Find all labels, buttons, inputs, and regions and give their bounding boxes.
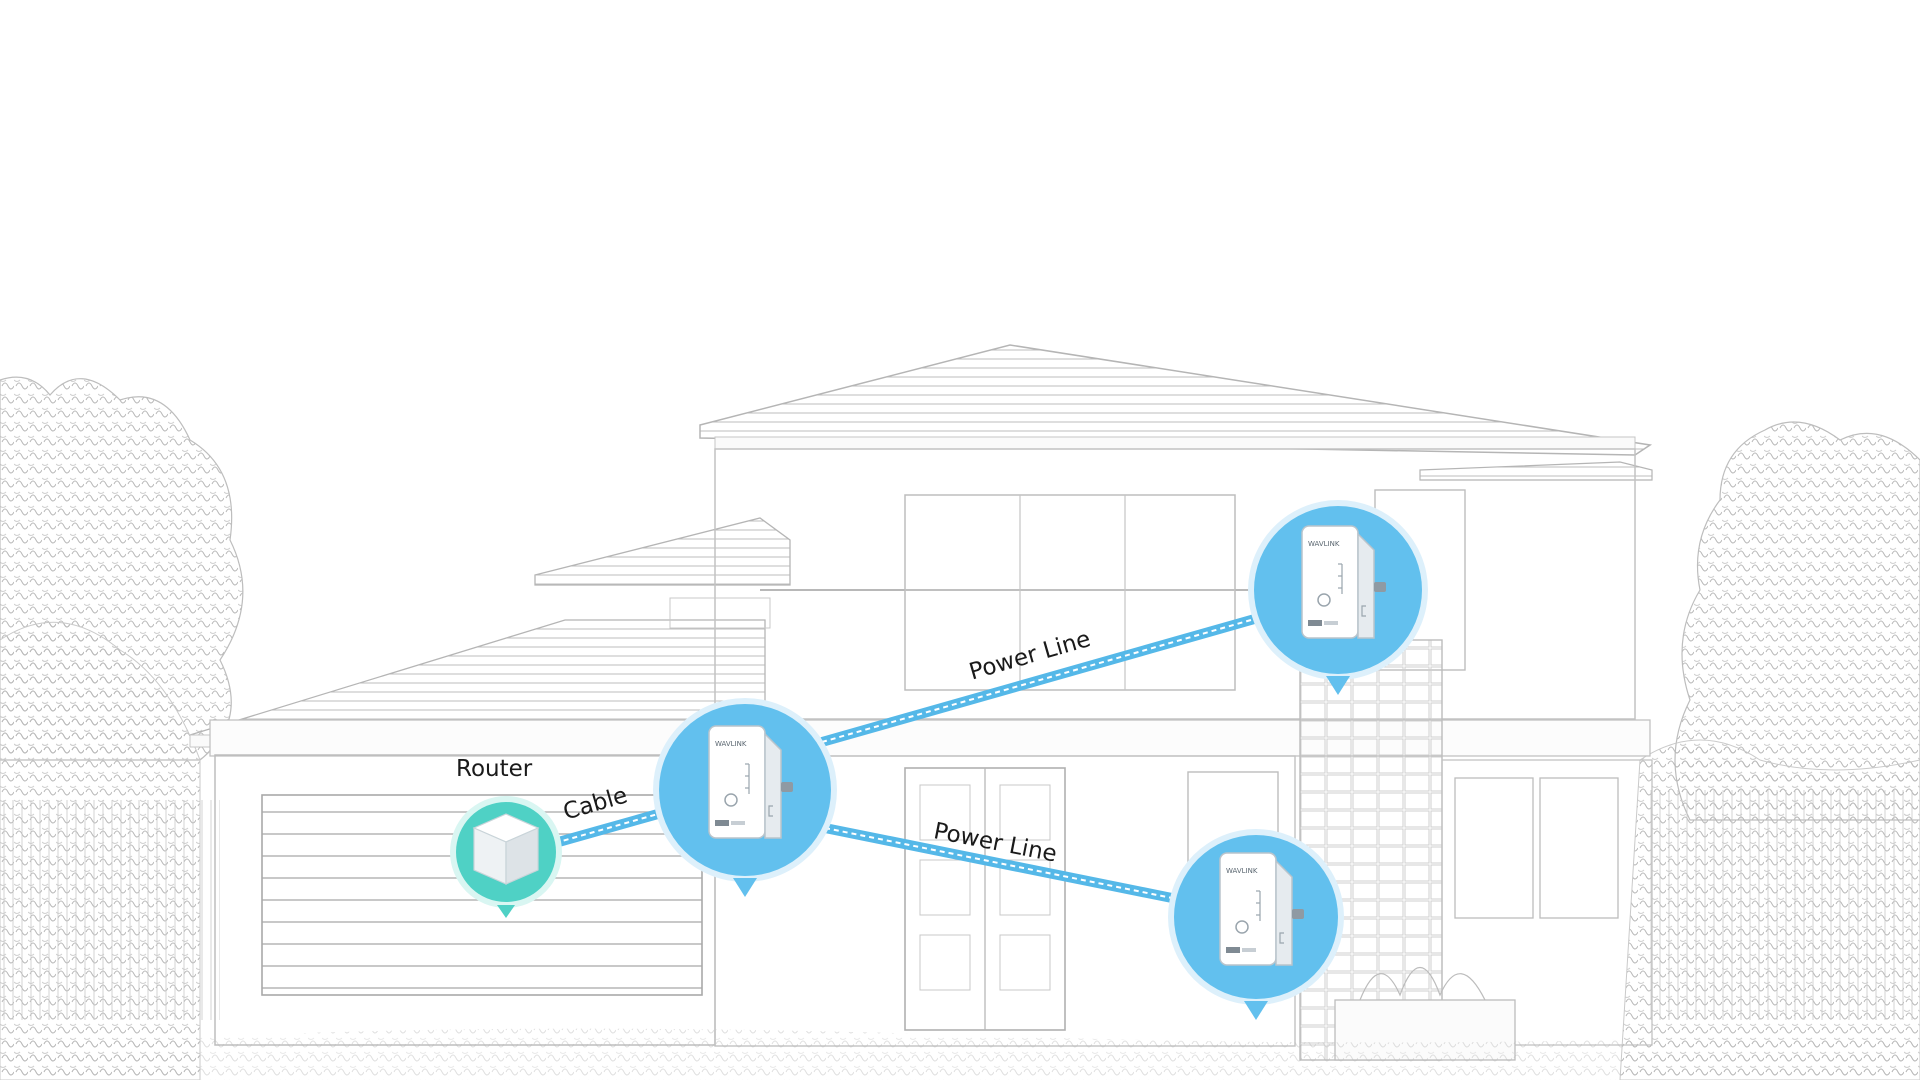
svg-text:WAVLINK: WAVLINK <box>715 740 747 748</box>
network-links <box>553 613 1260 903</box>
powerline-adapter-icon: WAVLINK <box>1301 525 1387 639</box>
power-line-link-upper <box>820 613 1260 747</box>
router-node <box>450 796 562 918</box>
adapter-node-lower: WAVLINK <box>1168 829 1344 1020</box>
adapter-node-main: WAVLINK <box>653 698 837 897</box>
stone-column <box>1299 639 1443 1061</box>
powerline-adapter-icon: WAVLINK <box>708 725 794 839</box>
house-sketch <box>0 344 1920 1080</box>
powerline-adapter-icon: WAVLINK <box>1219 852 1305 966</box>
upper-roof <box>699 344 1653 456</box>
svg-text:WAVLINK: WAVLINK <box>1226 867 1258 875</box>
svg-text:WAVLINK: WAVLINK <box>1308 540 1340 548</box>
router-label: Router <box>456 756 533 782</box>
fence-right <box>1650 790 1920 1020</box>
power-line-link-lower <box>824 823 1173 903</box>
upper-facade <box>714 448 1636 720</box>
fence-left <box>0 800 220 1020</box>
adapter-node-upper: WAVLINK <box>1248 500 1428 695</box>
tree-right <box>1674 421 1920 821</box>
cable-link <box>553 807 667 848</box>
router-cube-icon <box>472 813 540 885</box>
